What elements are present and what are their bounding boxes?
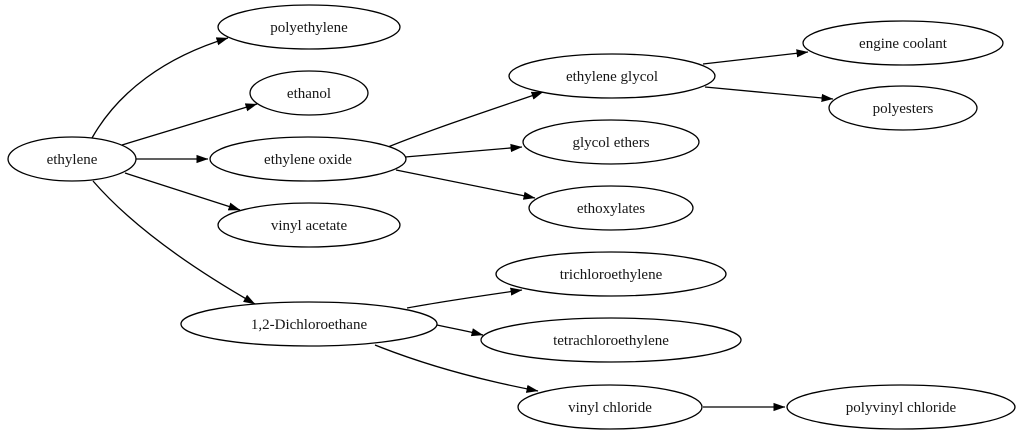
node-engine-coolant: engine coolant — [802, 20, 1004, 66]
node-ethanol-label: ethanol — [287, 86, 331, 102]
node-engine-coolant-label: engine coolant — [859, 36, 948, 52]
node-glycol-ethers-ellipse — [522, 119, 700, 165]
node-ethoxylates-ellipse — [528, 185, 694, 231]
node-trichloroethylene-label: trichloroethylene — [560, 267, 663, 283]
node-dichloroethane-label: 1,2-Dichloroethane — [251, 317, 368, 333]
node-ethanol-ellipse — [249, 70, 369, 116]
edge-ethylene-oxide-to-ethylene-glycol — [387, 91, 544, 148]
node-polyvinyl-chloride-ellipse — [786, 384, 1016, 430]
node-trichloroethylene: trichloroethylene — [495, 251, 727, 297]
node-ethylene-glycol: ethylene glycol — [508, 53, 716, 99]
node-ethoxylates: ethoxylates — [528, 185, 694, 231]
node-ethylene-oxide-ellipse — [209, 136, 407, 182]
node-polyesters: polyesters — [828, 85, 978, 131]
node-tetrachloroethylene: tetrachloroethylene — [480, 317, 742, 363]
node-vinyl-chloride-ellipse — [517, 384, 703, 430]
node-glycol-ethers-label: glycol ethers — [572, 135, 649, 151]
node-ethylene-ellipse — [7, 136, 137, 182]
edge-dichloroethane-to-vinyl-chloride — [374, 344, 539, 393]
node-ethylene-oxide-label: ethylene oxide — [264, 152, 352, 168]
edge-dichloroethane-to-tetrachloroethylene — [436, 324, 484, 337]
edge-ethylene-glycol-to-engine-coolant — [702, 49, 809, 65]
node-ethylene-label: ethylene — [47, 152, 98, 168]
edge-ethylene-to-vinyl-acetate — [124, 172, 241, 211]
node-engine-coolant-ellipse — [802, 20, 1004, 66]
node-ethylene: ethylene — [7, 136, 137, 182]
node-vinyl-acetate-label: vinyl acetate — [271, 218, 348, 234]
node-trichloroethylene-ellipse — [495, 251, 727, 297]
node-dichloroethane-ellipse — [180, 301, 438, 347]
node-polyvinyl-chloride: polyvinyl chloride — [786, 384, 1016, 430]
edge-ethylene-to-polyethylene — [91, 37, 229, 139]
edge-dichloroethane-to-trichloroethylene — [406, 287, 523, 309]
node-polyethylene-ellipse — [217, 4, 401, 50]
node-tetrachloroethylene-ellipse — [480, 317, 742, 363]
node-ethylene-glycol-ellipse — [508, 53, 716, 99]
node-polyvinyl-chloride-label: polyvinyl chloride — [846, 400, 957, 416]
node-glycol-ethers: glycol ethers — [522, 119, 700, 165]
edge-ethylene-oxide-to-glycol-ethers — [404, 143, 523, 158]
edge-ethylene-oxide-to-ethoxylates — [395, 169, 536, 200]
node-polyesters-ellipse — [828, 85, 978, 131]
node-ethoxylates-label: ethoxylates — [577, 201, 645, 217]
node-polyethylene-label: polyethylene — [270, 20, 348, 36]
edge-ethylene-to-ethanol — [121, 103, 258, 146]
node-dichloroethane: 1,2-Dichloroethane — [180, 301, 438, 347]
node-vinyl-chloride: vinyl chloride — [517, 384, 703, 430]
node-vinyl-chloride-label: vinyl chloride — [568, 400, 652, 416]
node-ethanol: ethanol — [249, 70, 369, 116]
node-vinyl-acetate: vinyl acetate — [217, 202, 401, 248]
node-tetrachloroethylene-label: tetrachloroethylene — [553, 333, 669, 349]
node-polyesters-label: polyesters — [873, 101, 934, 117]
node-vinyl-acetate-ellipse — [217, 202, 401, 248]
edges-layer — [91, 37, 834, 412]
edge-ethylene-to-dichloroethane — [92, 180, 256, 305]
node-polyethylene: polyethylene — [217, 4, 401, 50]
edge-ethylene-glycol-to-polyesters — [704, 86, 834, 103]
node-ethylene-oxide: ethylene oxide — [209, 136, 407, 182]
nodes-layer: ethylene polyethylene ethanol ethylene oxid… — [7, 4, 1016, 430]
node-ethylene-glycol-label: ethylene glycol — [566, 69, 658, 85]
